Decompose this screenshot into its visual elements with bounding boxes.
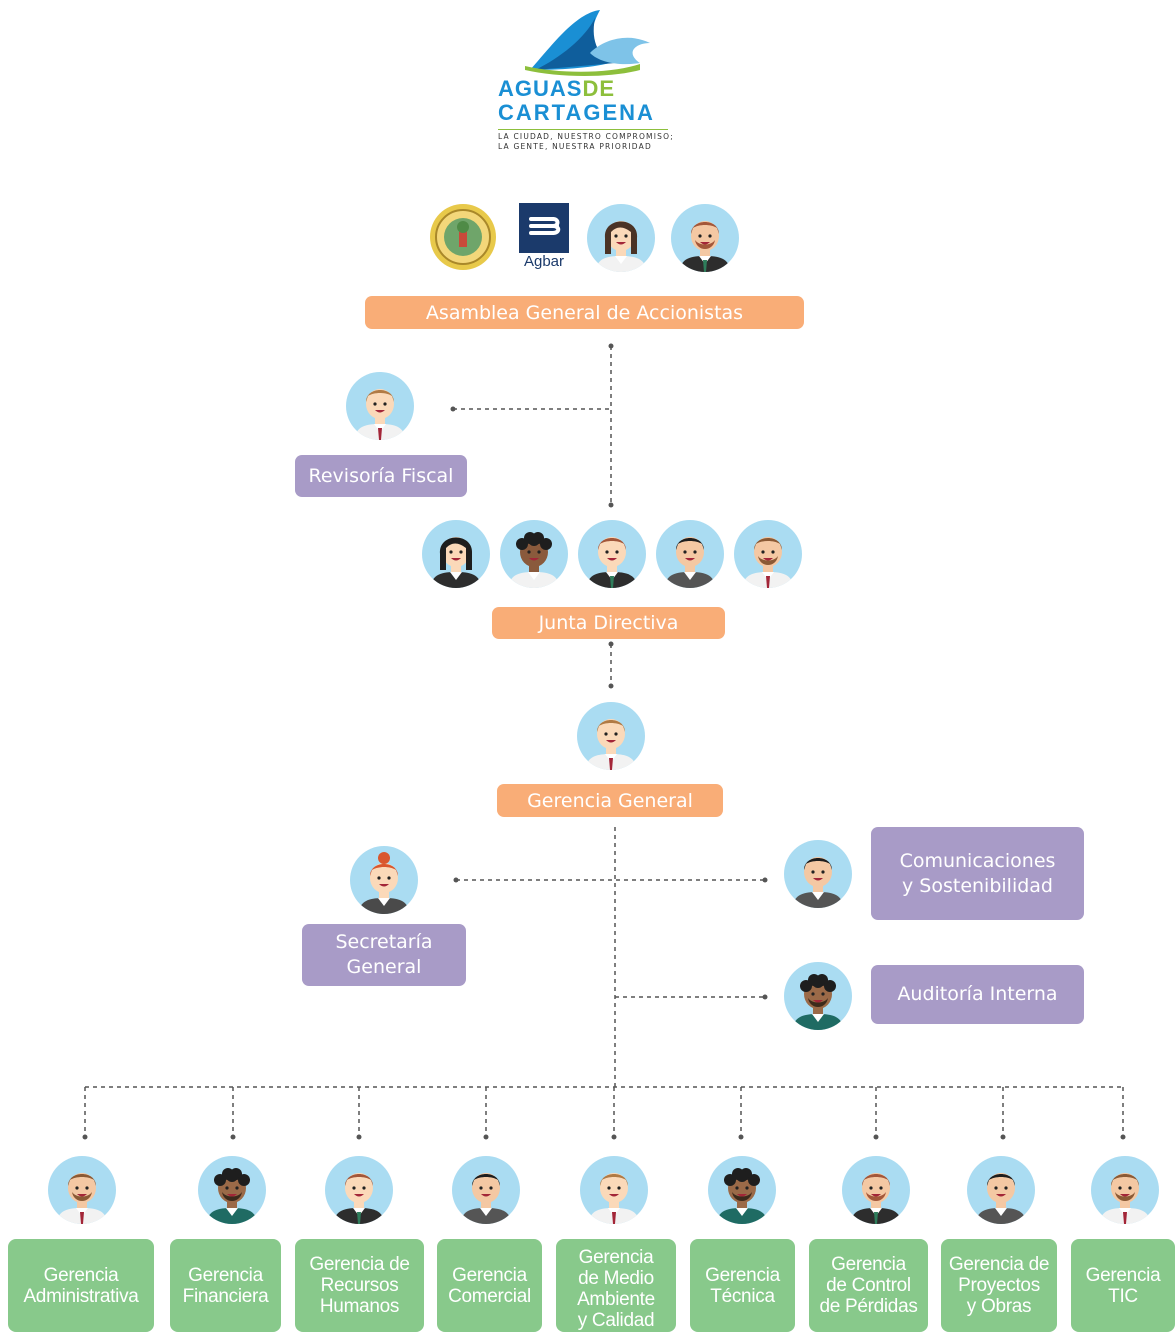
box-line: Gerencia de (309, 1254, 410, 1275)
aguas-de-cartagena-logo: AGUASDE CARTAGENA LA CIUDAD, NUESTRO COM… (490, 8, 685, 158)
revisoria-fiscal-box: Revisoría Fiscal (295, 455, 467, 497)
avatar-icon (198, 1156, 266, 1224)
avatar-icon (578, 520, 646, 588)
asamblea-box: Asamblea General de Accionistas (365, 296, 804, 329)
box-line: Gerencia (1085, 1264, 1161, 1286)
box-line: de Control (826, 1275, 911, 1296)
box-line: de Medio (578, 1267, 654, 1289)
box-line: Gerencia (43, 1264, 119, 1286)
box-line: Gerencia (452, 1264, 527, 1286)
box-line: Gerencia de (948, 1254, 1050, 1275)
avatar-icon (656, 520, 724, 588)
box-line: Técnica (710, 1285, 775, 1307)
avatar-icon (452, 1156, 520, 1224)
avatar-icon (48, 1156, 116, 1224)
auditoria-interna-box: Auditoría Interna (871, 965, 1084, 1024)
avatar-icon (346, 372, 414, 440)
avatar-icon (671, 204, 739, 272)
box-line: Recursos (320, 1275, 399, 1296)
avatar-icon (967, 1156, 1035, 1224)
avatar-icon (1091, 1156, 1159, 1224)
box-line: Financiera (182, 1285, 269, 1307)
box-line: Ambiente (577, 1288, 655, 1310)
box-line: Gerencia (578, 1246, 654, 1268)
box-line: de Pérdidas (819, 1296, 918, 1317)
logo-brand-line2: CARTAGENA (498, 100, 655, 125)
box-line: TIC (1108, 1285, 1138, 1307)
junta-directiva-box: Junta Directiva (492, 607, 725, 639)
logo-brand-line1: AGUASDE (498, 76, 616, 101)
avatar-icon (784, 962, 852, 1030)
secretaria-line1: Secretaría (335, 931, 433, 953)
avatar-icon (500, 520, 568, 588)
box-line: Gerencia (188, 1264, 263, 1286)
box-line: Administrativa (23, 1285, 139, 1307)
box-line: Gerencia (705, 1264, 780, 1286)
comunicaciones-line1: Comunicaciones (899, 849, 1056, 872)
box-line: y Obras (966, 1296, 1032, 1317)
avatar-icon (784, 840, 852, 908)
box-line: Gerencia (831, 1254, 906, 1275)
comunicaciones-box: Comunicaciones y Sostenibilidad (871, 827, 1084, 920)
agbar-icon (519, 203, 569, 253)
box-line: Comercial (448, 1285, 531, 1307)
agbar-logo: Agbar (517, 203, 571, 275)
box-line: Humanos (319, 1296, 400, 1317)
logo-tagline: LA CIUDAD, NUESTRO COMPROMISO; LA GENTE,… (498, 129, 683, 152)
agbar-label: Agbar (523, 253, 565, 270)
secretaria-line2: General (346, 956, 422, 978)
avatar-icon (580, 1156, 648, 1224)
secretaria-general-box: Secretaría General (302, 924, 466, 986)
avatar-icon (577, 702, 645, 770)
avatar-icon (422, 520, 490, 588)
box-line: Proyectos (958, 1275, 1040, 1296)
avatar-icon (325, 1156, 393, 1224)
box-line: y Calidad (577, 1309, 655, 1331)
avatar-icon (350, 846, 418, 914)
municipal-seal-icon (429, 203, 497, 271)
wave-logo-icon (525, 10, 650, 76)
gerencia-general-box: Gerencia General (497, 784, 723, 817)
avatar-icon (708, 1156, 776, 1224)
avatar-icon (734, 520, 802, 588)
comunicaciones-line2: y Sostenibilidad (902, 874, 1053, 897)
avatar-icon (842, 1156, 910, 1224)
avatar-icon (587, 204, 655, 272)
